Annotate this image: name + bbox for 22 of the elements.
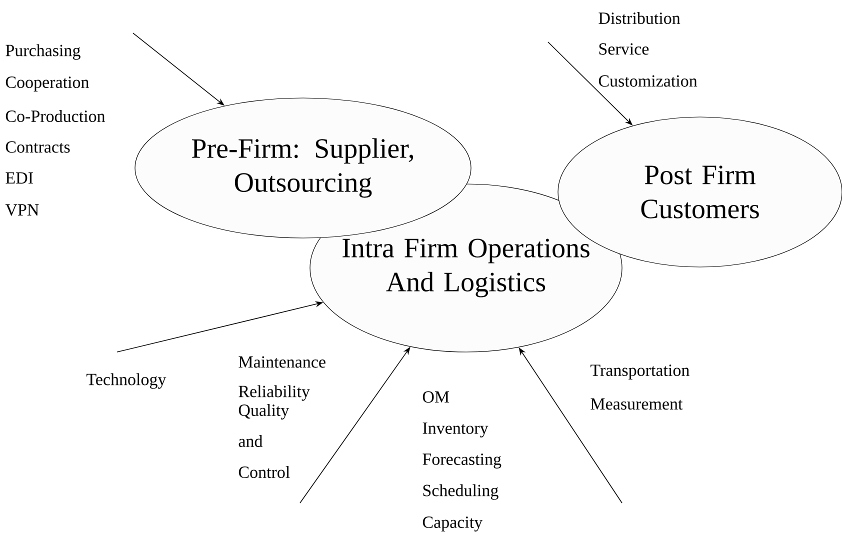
list-item: Scheduling (423, 484, 498, 500)
list-item: EDI (6, 172, 33, 184)
ellipse-node: Pre-Firm: Supplier, Outsourcing (134, 98, 472, 238)
list-item: Customization (598, 75, 698, 87)
list-item: Reliability (238, 385, 310, 401)
list-item: Cooperation (6, 76, 89, 92)
list-item: VPN (5, 204, 39, 216)
list-item: Quality and Control (238, 404, 290, 478)
list-item: Technology (86, 373, 166, 389)
list-item: Capacity (422, 516, 483, 532)
list-item: Transportation (590, 364, 690, 380)
list-item: Inventory (422, 422, 488, 438)
list-item: OM (422, 391, 450, 403)
list-item: Purchasing (6, 44, 80, 60)
list-item: Distribution (598, 12, 680, 24)
list-item: Contracts (6, 141, 70, 153)
list-item: Maintenance (238, 356, 326, 368)
list-item: Co-Production (6, 110, 106, 122)
list-item: Measurement (590, 398, 683, 410)
list-item: Forecasting (422, 454, 502, 468)
list-item: Service (599, 43, 649, 55)
node-label: Post Firm Customers (641, 166, 759, 218)
